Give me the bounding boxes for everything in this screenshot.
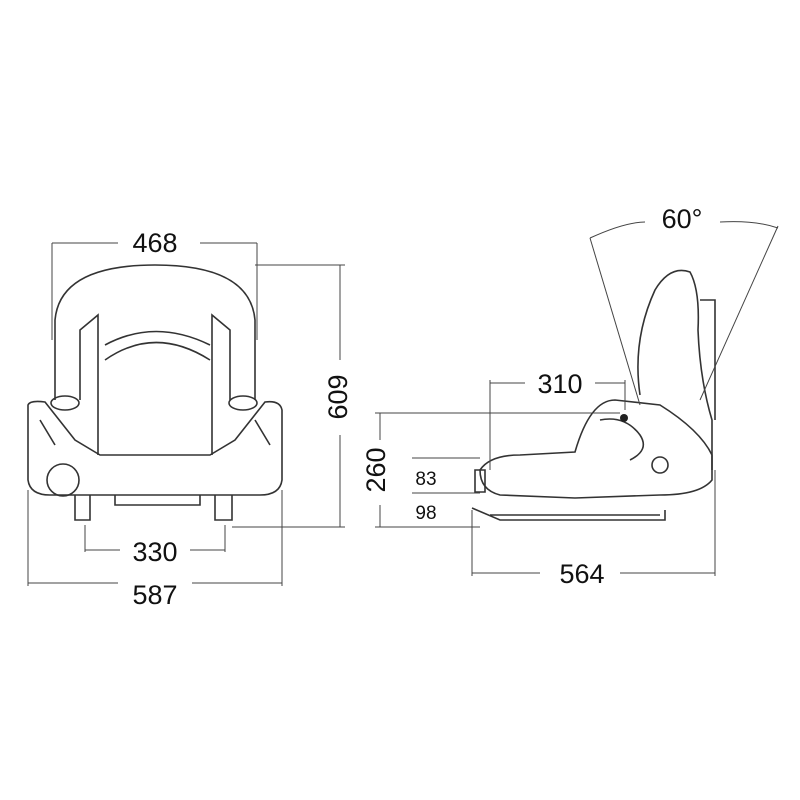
dim-mount-width: 330 <box>132 537 177 567</box>
dim-seat-height: 260 <box>361 447 391 492</box>
front-view-dimension-lines <box>27 242 345 586</box>
dim-overall-height: 609 <box>323 374 353 419</box>
dim-backrest-width: 468 <box>132 228 177 258</box>
front-view-seat <box>27 264 283 521</box>
dim-overall-width: 587 <box>132 580 177 610</box>
side-view-seat <box>471 269 716 521</box>
dim-slide-height-a: 83 <box>415 469 436 490</box>
dim-slide-height-b: 98 <box>415 503 436 524</box>
side-view-dimension-lines <box>375 221 779 576</box>
dim-overall-depth: 564 <box>559 559 604 589</box>
dim-seat-depth: 310 <box>537 369 582 399</box>
dim-recline-angle: 60° <box>662 204 703 234</box>
